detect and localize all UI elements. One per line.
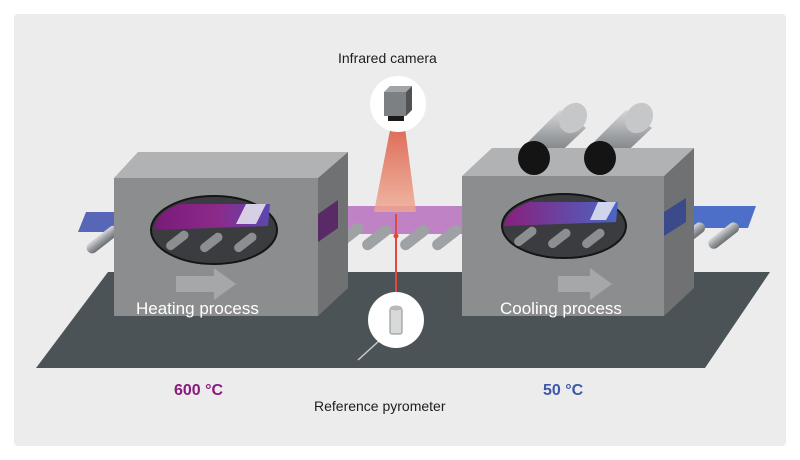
roller-icon	[86, 225, 119, 254]
infrared-beam	[374, 120, 416, 212]
cooling-temperature: 50 °C	[543, 382, 584, 399]
pyrometer-label: Reference pyrometer	[314, 398, 446, 414]
strip-inspection-zone	[310, 206, 470, 234]
heating-furnace	[114, 152, 348, 316]
heating-temperature: 600 °C	[174, 382, 224, 399]
pyrometer-icon	[357, 292, 424, 361]
cooling-chamber	[462, 102, 694, 316]
camera-icon	[370, 76, 426, 132]
cooling-process-label: Cooling process	[500, 299, 622, 318]
camera-label: Infrared camera	[338, 50, 437, 66]
right-arrow-icon	[176, 268, 236, 300]
heating-process-label: Heating process	[136, 299, 259, 318]
right-arrow-icon	[558, 268, 612, 300]
